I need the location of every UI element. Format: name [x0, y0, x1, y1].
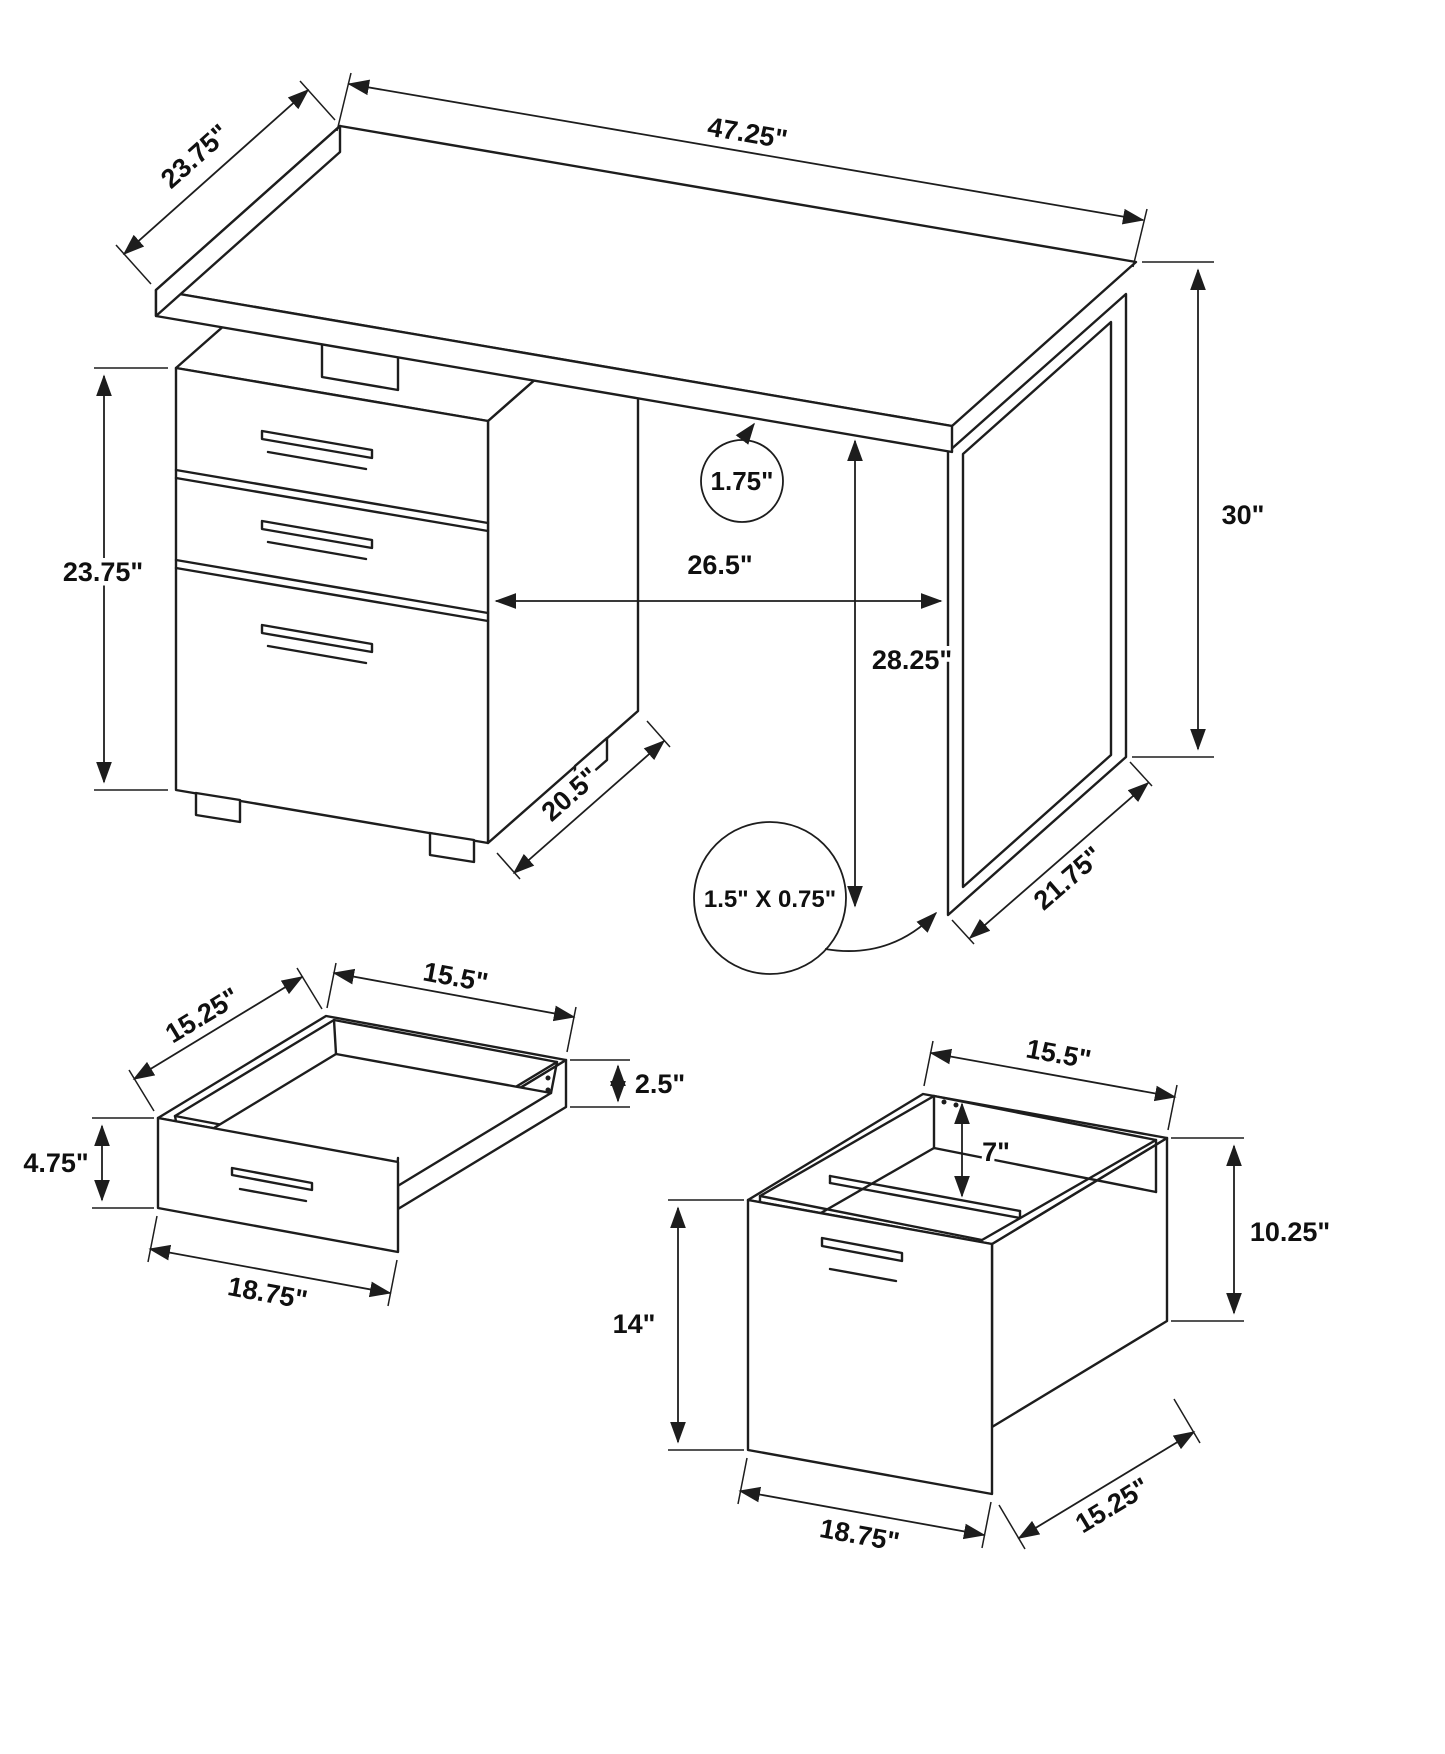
- dim-clearance-height: 28.25": [872, 645, 952, 675]
- dim-file-drawer-side-height: 10.25": [1250, 1217, 1330, 1247]
- dim-file-drawer-front-width: 18.75": [817, 1513, 901, 1557]
- dim-desk-top-width: 47.25": [705, 112, 789, 155]
- cabinet-foot: [428, 831, 476, 864]
- file-drawer-handle: [820, 1236, 904, 1283]
- dim-file-drawer-top-width: 15.5": [1024, 1033, 1094, 1074]
- dim-small-drawer-front-height: 4.75": [23, 1148, 88, 1178]
- small-drawer: [156, 1014, 568, 1254]
- drawer-handle: [230, 1166, 314, 1203]
- dim-top-thickness: 1.75": [711, 466, 774, 496]
- metal-leg-frame: [946, 292, 1128, 917]
- screw-hole: [545, 1075, 551, 1081]
- dim-small-drawer-top-depth: 15.25": [160, 982, 244, 1049]
- dim-frame-tube-size: 1.5" X 0.75": [704, 886, 836, 913]
- dim-clearance-width: 26.5": [687, 550, 752, 580]
- dim-desk-top-depth: 23.75": [155, 118, 235, 194]
- screw-hole: [941, 1099, 947, 1105]
- dim-small-drawer-side-height: 2.5": [635, 1069, 685, 1099]
- hanging-file-rail: [828, 1174, 1022, 1220]
- file-drawer: [746, 1092, 1169, 1496]
- dim-file-drawer-rail-depth: 7": [982, 1137, 1010, 1167]
- dim-file-drawer-front-height: 14": [613, 1309, 656, 1339]
- screw-hole: [545, 1087, 551, 1093]
- file-drawer-handle: [260, 623, 374, 665]
- screw-hole: [953, 1102, 959, 1108]
- dim-cabinet-height: 23.75": [63, 557, 143, 587]
- dim-small-drawer-front-width: 18.75": [225, 1271, 309, 1315]
- drawer-handle: [260, 519, 374, 561]
- dim-desk-overall-height: 30": [1222, 500, 1265, 530]
- drawer-handle: [260, 429, 374, 471]
- cabinet-foot: [194, 791, 242, 824]
